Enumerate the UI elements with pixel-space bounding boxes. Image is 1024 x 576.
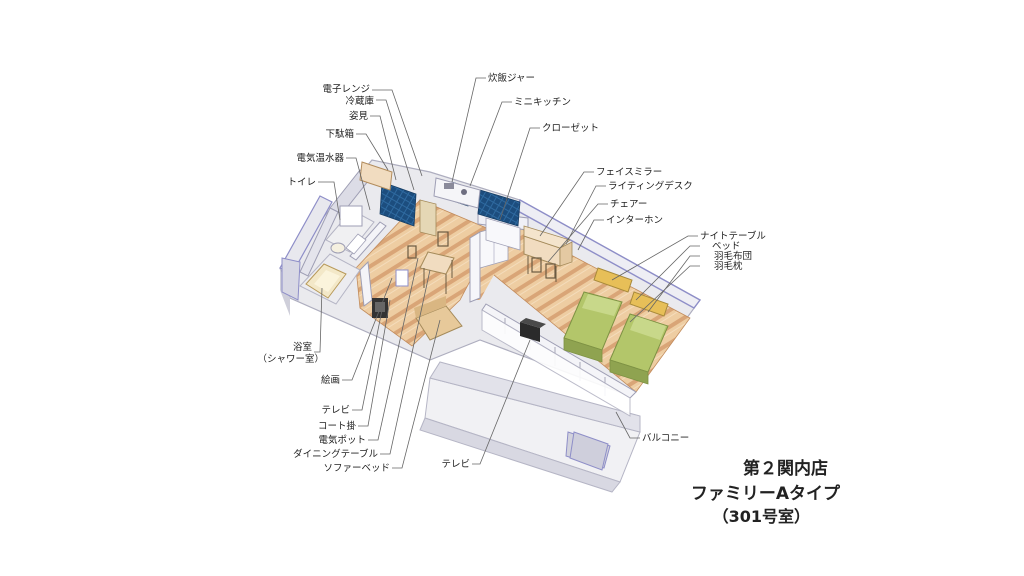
toilet-shape [330,242,346,254]
label-sofa-bed: ソファーベッド [323,463,390,474]
label-face-mirror: フェイスミラー [596,167,663,178]
label-rice-cooker: 炊飯ジャー [488,73,536,84]
label-coat-hanger: コート掛 [317,421,356,432]
closet-shape [485,217,521,251]
mini-kitchen-counter [433,177,481,209]
tv-center-shape [520,322,540,342]
night-table-shape [593,267,633,293]
label-tv-center: テレビ [441,459,470,470]
label-mini-kitchen: ミニキッチン [514,97,572,108]
title-room-number: （301号室） [712,507,810,526]
label-intercom: インターホン [606,215,664,226]
label-bed: ベッド [712,241,741,252]
title-room-type: ファミリーAタイプ [690,484,840,504]
label-duvet: 羽毛布団 [714,251,753,262]
label-bath: 浴室 [292,342,312,353]
label-mirror: 姿見 [348,111,368,122]
living-furniture [485,217,669,385]
label-bath-sub: （シャワー室） [257,354,324,365]
chair-shape [437,231,449,247]
label-painting: 絵画 [320,375,340,386]
label-electric-pot: 電気ポット [318,435,366,446]
sink-shape [461,189,467,195]
label-dining-table: ダイニングテーブル [293,449,378,460]
label-night-table: ナイトテーブル [700,231,766,242]
label-microwave: 電子レンジ [322,84,370,95]
label-closet: クローゼット [542,123,600,134]
label-pillow: 羽毛枕 [714,261,743,272]
water-heater-shape [339,205,363,227]
label-shoe-box: 下駄箱 [325,129,354,140]
label-toilet: トイレ [287,177,316,188]
label-fridge: 冷蔵庫 [345,96,374,107]
label-writing-desk: ライティングデスク [608,181,693,192]
painting-shape [395,269,409,287]
leader-lines [314,77,700,469]
label-tv-left: テレビ [321,405,350,416]
label-balcony: バルコニー [642,433,690,444]
label-chair: チェアー [610,199,648,210]
title-store: 第２関内店 [743,459,828,479]
fridge-shape [419,199,437,237]
bathroom-fixtures [305,161,393,299]
rice-cooker-shape [444,183,454,189]
label-water-heater: 電気温水器 [296,153,344,164]
